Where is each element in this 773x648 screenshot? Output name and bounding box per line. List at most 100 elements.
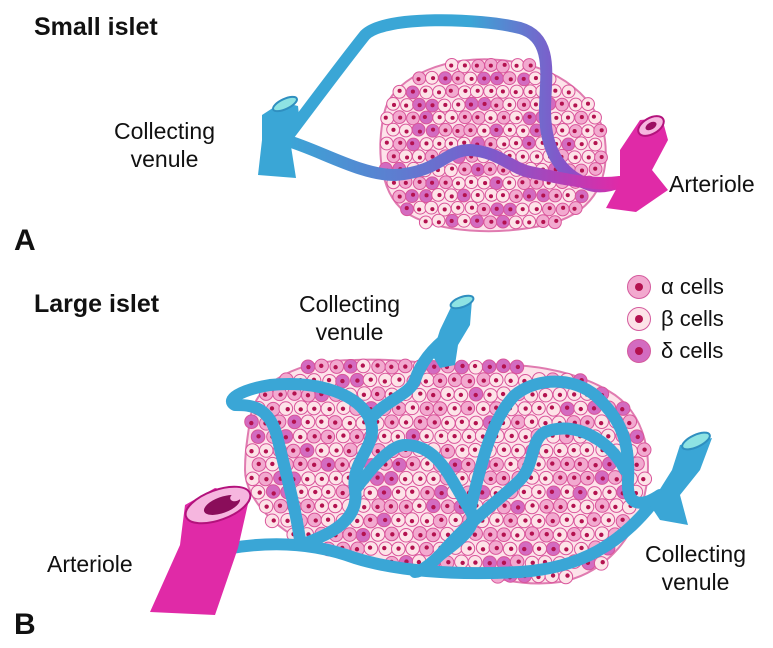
cell-nucleus: [278, 392, 282, 396]
cell-nucleus: [456, 181, 460, 185]
cell-nucleus: [508, 128, 512, 132]
cell-nucleus: [573, 103, 577, 107]
cell-nucleus: [620, 518, 624, 522]
cell-nucleus: [462, 141, 466, 145]
cell-nucleus: [585, 533, 589, 537]
cell-nucleus: [411, 193, 415, 197]
cell-nucleus: [482, 129, 486, 133]
cell-nucleus: [430, 181, 434, 185]
cell-nucleus: [580, 115, 584, 119]
cell-nucleus: [452, 377, 456, 381]
cell-nucleus: [430, 207, 434, 211]
cell-nucleus: [530, 503, 534, 507]
cell-nucleus: [327, 463, 331, 467]
cell-nucleus: [460, 561, 464, 565]
cell-nucleus: [495, 207, 499, 211]
cell-nucleus: [437, 220, 441, 224]
cell-nucleus: [530, 420, 534, 424]
cell-nucleus: [534, 102, 538, 106]
cell-nucleus: [567, 90, 571, 94]
cell-nucleus: [451, 116, 455, 120]
cell-nucleus: [326, 490, 330, 494]
cell-nucleus: [411, 405, 415, 409]
cell-nucleus: [425, 519, 429, 523]
cell-nucleus: [474, 393, 478, 397]
cell-nucleus: [320, 503, 324, 507]
cell-nucleus: [565, 462, 569, 466]
cell-nucleus: [278, 503, 282, 507]
cell-nucleus: [565, 573, 569, 577]
cell-nucleus: [515, 421, 519, 425]
cell-nucleus: [264, 449, 268, 453]
cell-nucleus: [460, 364, 464, 368]
cell-nucleus: [425, 461, 429, 465]
cell-nucleus: [423, 89, 427, 93]
cell-nucleus: [489, 64, 493, 68]
cell-nucleus: [510, 434, 514, 438]
cell-nucleus: [340, 379, 344, 383]
cell-nucleus: [286, 407, 290, 411]
cell-nucleus: [347, 449, 351, 453]
cell-nucleus: [560, 128, 564, 132]
cell-nucleus: [502, 503, 506, 507]
cell-nucleus: [396, 406, 400, 410]
cell-nucleus: [348, 421, 352, 425]
cell-nucleus: [452, 434, 456, 438]
cell-nucleus: [418, 533, 422, 537]
cell-nucleus: [558, 475, 562, 479]
islet-cell: [496, 60, 509, 73]
cell-nucleus: [375, 392, 379, 396]
cell-nucleus: [453, 406, 457, 410]
cell-nucleus: [475, 64, 479, 68]
cell-nucleus: [438, 407, 442, 411]
cell-nucleus: [585, 128, 589, 132]
cell-nucleus: [494, 378, 498, 382]
cell-nucleus: [418, 130, 422, 134]
cell-nucleus: [410, 519, 414, 523]
cell-nucleus: [424, 141, 428, 145]
cell-nucleus: [249, 421, 253, 425]
cell-nucleus: [508, 518, 512, 522]
cell-nucleus: [572, 476, 576, 480]
cell-nucleus: [488, 532, 492, 536]
cell-nucleus: [514, 141, 518, 145]
cell-nucleus: [494, 463, 498, 467]
panel-letter-b: B: [14, 608, 36, 642]
cell-nucleus: [305, 477, 309, 481]
cell-nucleus: [593, 491, 597, 495]
cell-nucleus: [541, 220, 545, 224]
cell-nucleus: [306, 365, 310, 369]
cell-nucleus: [453, 463, 457, 467]
cell-nucleus: [270, 406, 274, 410]
cell-nucleus: [488, 561, 492, 565]
cell-nucleus: [425, 193, 429, 197]
cell-nucleus: [507, 181, 511, 185]
cell-nucleus: [446, 560, 450, 564]
cell-nucleus: [423, 115, 427, 119]
cell-nucleus: [333, 504, 337, 508]
cell-nucleus: [470, 77, 474, 81]
cell-nucleus: [263, 393, 267, 397]
cell-nucleus: [396, 518, 400, 522]
cell-nucleus: [314, 518, 318, 522]
cell-nucleus: [438, 379, 442, 383]
cell-nucleus: [469, 180, 473, 184]
cell-nucleus: [430, 103, 434, 107]
islet-cell: [497, 136, 510, 149]
cell-nucleus: [249, 449, 253, 453]
cell-nucleus: [375, 475, 379, 479]
cell-nucleus: [264, 504, 268, 508]
legend-alpha-label: α cells: [661, 274, 724, 300]
cell-nucleus: [299, 490, 303, 494]
cell-nucleus: [537, 547, 541, 551]
delta-cell-icon: [627, 339, 651, 363]
cell-nucleus: [410, 141, 414, 145]
cell-nucleus: [396, 434, 400, 438]
cell-nucleus: [368, 545, 372, 549]
cell-nucleus: [327, 378, 331, 382]
cell-nucleus: [508, 207, 512, 211]
cell-nucleus: [481, 547, 485, 551]
cell-nucleus: [607, 518, 611, 522]
cell-nucleus: [292, 391, 296, 395]
cell-nucleus: [642, 447, 646, 451]
